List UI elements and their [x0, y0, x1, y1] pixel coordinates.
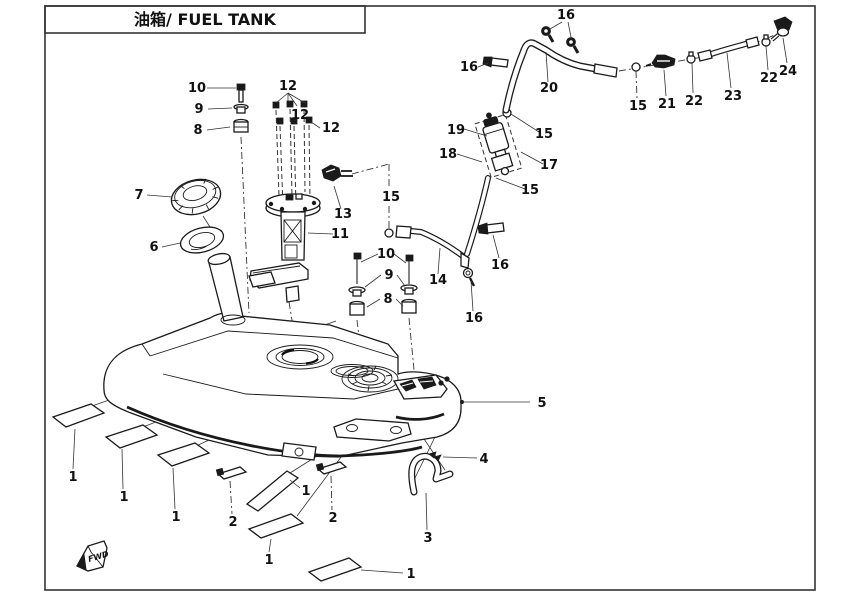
fuel-hose-20: [502, 39, 618, 114]
pump-plate: [392, 374, 450, 400]
pump-seat-rings: [341, 365, 399, 393]
callout-22-right: 22: [760, 71, 778, 86]
callout-5: 5: [537, 396, 546, 411]
fwd-marker: FWD: [76, 540, 110, 572]
page-title: 油箱/ FUEL TANK: [134, 10, 276, 29]
callout-1-a: 1: [68, 470, 77, 485]
callout-16-mid: 16: [491, 258, 509, 273]
bolts-16-top: [541, 26, 580, 54]
hose-clamp-15-hose14: [384, 228, 394, 238]
callout-23: 23: [724, 89, 742, 104]
bolt-16-left: [482, 56, 509, 68]
callout-3: 3: [423, 531, 432, 546]
bolt-set-left: [233, 83, 249, 133]
callout-6: 6: [149, 240, 158, 255]
callout-8-left: 8: [193, 123, 202, 138]
callout-1-b: 1: [119, 490, 128, 505]
fuel-filter-group: [474, 112, 523, 179]
vent-hose-14: [395, 175, 491, 287]
callout-16-top: 16: [557, 8, 575, 23]
filler-gasket: [179, 226, 225, 254]
hook-bracket-3: [408, 452, 454, 496]
callout-4: 4: [479, 452, 488, 467]
callout-11: 11: [331, 227, 349, 242]
tank-filler-ring: [266, 344, 334, 370]
fuel-cap: [170, 178, 222, 216]
hose-clamp-22a: [686, 51, 696, 64]
callout-12-mid: 12: [291, 108, 309, 123]
callout-1-f: 1: [406, 567, 415, 582]
bolt-set-right: [348, 252, 418, 316]
rubber-pads: [51, 403, 363, 582]
hose-clamp-15-right: [631, 62, 641, 72]
callout-14: 14: [429, 273, 447, 288]
callout-22-left: 22: [685, 94, 703, 109]
callout-1-e: 1: [264, 553, 273, 568]
callout-21: 21: [658, 97, 676, 112]
callout-12-right: 12: [322, 121, 340, 136]
callout-7: 7: [134, 188, 143, 203]
callout-10-left: 10: [188, 81, 206, 96]
pad-2a: [215, 466, 248, 480]
callout-9-left: 9: [194, 102, 203, 117]
fuel-hose-23: [697, 36, 760, 62]
callout-10-right: 10: [377, 247, 395, 262]
callout-15-filter-bottom: 15: [521, 183, 539, 198]
callout-16-left: 16: [460, 60, 478, 75]
leader-lines: [72, 21, 788, 574]
callout-20: 20: [540, 81, 558, 96]
callout-1-c: 1: [171, 510, 180, 525]
page-frame: 油箱/ FUEL TANK: [44, 5, 816, 591]
fuel-filter-19: [482, 122, 510, 154]
hose-clamp-22b: [761, 34, 771, 47]
fuel-sensor: [321, 164, 353, 210]
callout-15-hose14: 15: [382, 190, 400, 205]
callout-12-top: 12: [279, 79, 297, 94]
callout-15-filter-top: 15: [535, 127, 553, 142]
clip-21: [645, 54, 676, 69]
callout-8-right: 8: [383, 292, 392, 307]
fuel-tank-body: [103, 312, 462, 461]
callout-16-fitting: 16: [465, 311, 483, 326]
callout-labels: 10 9 8 12 12 12 7 6 13 11 15 10 9 8 14 1…: [68, 8, 797, 582]
tank-mount-plate: [333, 418, 412, 442]
pad-2b: [315, 461, 348, 475]
callout-17: 17: [540, 158, 558, 173]
title-box: [44, 5, 366, 34]
callout-2-b: 2: [328, 511, 337, 526]
callout-2-a: 2: [228, 515, 237, 530]
tank-bottom-bracket: [281, 442, 317, 461]
fuel-pump-assembly: [248, 193, 321, 303]
callout-13: 13: [334, 207, 352, 222]
callout-9-right: 9: [384, 268, 393, 283]
bolt-16-mid: [477, 222, 505, 235]
filler-neck: [202, 215, 246, 326]
callout-24: 24: [779, 64, 797, 79]
callout-19: 19: [447, 123, 465, 138]
callout-18: 18: [439, 147, 457, 162]
elbow-fitting-24: [770, 16, 793, 42]
callout-1-d: 1: [301, 484, 310, 499]
clip-4: [428, 451, 442, 462]
callout-15-hose20: 15: [629, 99, 647, 114]
